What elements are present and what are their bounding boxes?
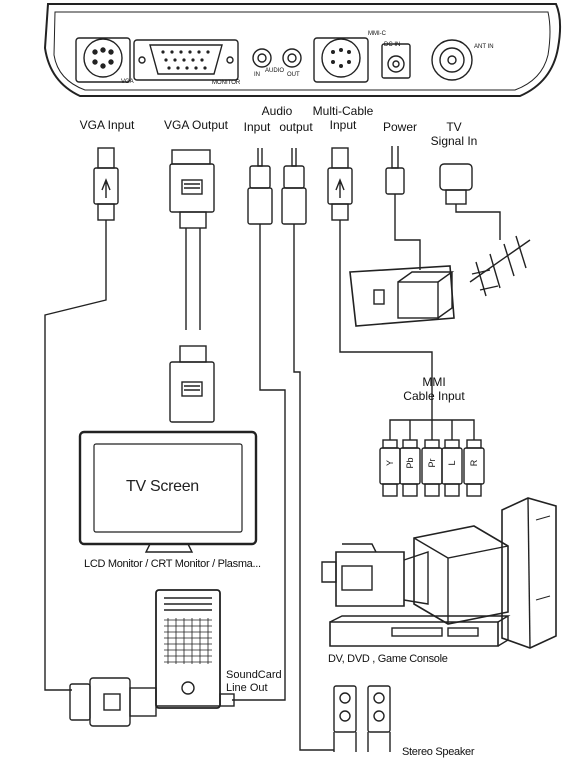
label-multi-cable-2: Input (329, 118, 357, 132)
mmi-plug-l (441, 439, 463, 497)
label-multi-cable-1: Multi-Cable (312, 104, 374, 118)
monitor-port (133, 39, 239, 81)
stereo-speaker-left (333, 685, 357, 752)
audio-input-plug (232, 148, 286, 701)
label-cable-input: Cable Input (403, 389, 465, 403)
mmi-label-pb: Pb (405, 457, 415, 469)
label-tv: TV (446, 120, 462, 134)
tv-screen-label: TV Screen (126, 478, 199, 495)
panel-label-mmi-c: MMI-C (368, 31, 386, 37)
dvd-caption: DV, DVD , Game Console (328, 653, 448, 665)
speaker-caption: Stereo Speaker (402, 746, 475, 758)
soundcard-plug (219, 693, 235, 707)
multi-cable-plug (327, 147, 433, 410)
mmi-plug-y (379, 439, 401, 497)
mmi-plug-pb (399, 439, 421, 497)
panel-label-audio-in: IN (254, 72, 260, 78)
label-mmi: MMI (422, 375, 446, 389)
wall-outlet (349, 265, 455, 327)
label-audio: Audio (261, 104, 293, 118)
label-power: Power (382, 120, 418, 134)
dvd-player (329, 615, 511, 647)
mmi-breakout (379, 410, 485, 497)
mmi-c-port (313, 37, 369, 83)
power-plug (385, 146, 421, 270)
panel-label-dc-in: DC IN (384, 42, 401, 48)
mmi-label-pr: Pr (427, 458, 437, 468)
panel-label-ant-in: ANT IN (474, 44, 494, 50)
tv-monitor (78, 430, 258, 553)
ant-in-port (431, 39, 473, 81)
label-vga-output: VGA Output (163, 118, 229, 132)
panel-label-vga: VGA (121, 79, 134, 85)
mmi-plug-pr (421, 439, 443, 497)
monitor-caption: LCD Monitor / CRT Monitor / Plasma... (84, 558, 261, 570)
mmi-label-l: L (447, 460, 457, 466)
label-vga-input: VGA Input (79, 118, 135, 132)
vga-output-cable (169, 149, 215, 423)
panel-label-audio: AUDIO (265, 68, 285, 74)
audio-output-plug (281, 148, 334, 751)
vga-input-plug (44, 147, 119, 691)
line-out-label: Line Out (226, 682, 268, 694)
device-back-panel (43, 3, 562, 97)
dc-in-port (381, 43, 411, 79)
label-audio-input: Input (243, 120, 271, 134)
mmi-label-r: R (469, 459, 479, 467)
antenna (469, 235, 531, 297)
panel-label-audio-out: OUT (287, 72, 300, 78)
mmi-plug-r (463, 439, 485, 497)
label-audio-output: output (279, 120, 313, 134)
soundcard-label: SoundCard (226, 669, 282, 681)
audio-out-port (282, 48, 302, 68)
tv-signal-plug (439, 163, 501, 240)
label-signal-in: Signal In (430, 134, 478, 148)
tower-vga-plug (69, 677, 157, 727)
audio-in-port (252, 48, 272, 68)
panel-label-monitor: MONITOR (212, 80, 241, 86)
computer-tower (155, 589, 221, 709)
mmi-label-y: Y (385, 460, 395, 467)
vga-port (75, 37, 131, 83)
camcorder (321, 543, 429, 607)
stereo-speaker-right (367, 685, 391, 752)
game-console-ps (501, 497, 557, 649)
game-console-wii (413, 525, 509, 625)
